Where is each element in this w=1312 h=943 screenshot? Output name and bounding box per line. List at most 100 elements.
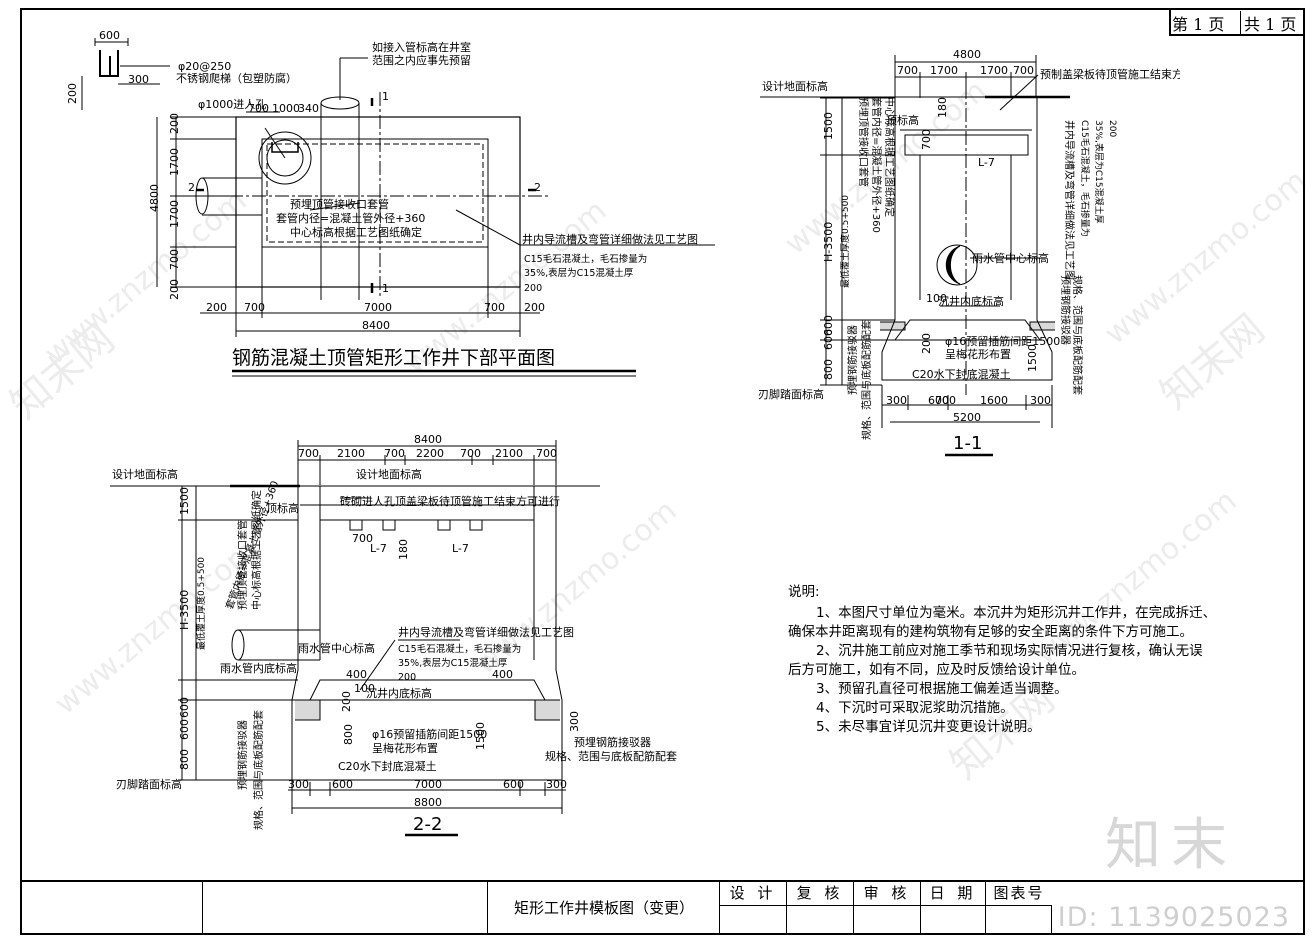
s2-top-dim: 700 <box>384 447 405 460</box>
section-1-1: 4800 700 1700 1700 700 设计地面标高 预制盖梁板待顶管施工… <box>758 48 1180 457</box>
drawing-name: 矩形工作井模板图（变更） <box>513 899 694 917</box>
s1-top-dim: 1700 <box>930 64 958 77</box>
design-label: 设 计 <box>719 880 786 906</box>
s2-c15: C15毛石混凝土，毛石掺量为 <box>398 643 521 655</box>
s2-plum: 呈梅花形布置 <box>372 741 438 755</box>
s1-conn-right: 规格、范围与底板配筋配套 <box>1071 275 1084 395</box>
s1-v-h: H-3500 <box>822 222 835 262</box>
plan-dim-bottom: 200 <box>524 301 545 314</box>
plan-dim-left: 1700 <box>168 148 181 176</box>
s2-top-mark: 顶标高 <box>266 501 299 515</box>
ladder-width: 600 <box>99 29 120 42</box>
s2-conn-right: 规格、范围与底板配筋配套 <box>545 749 677 763</box>
s2-conn-left: 规格、范围与底板配筋配套 <box>252 710 265 830</box>
s2-d1500: 1500 <box>474 722 487 750</box>
s1-conn-right: 预埋钢筋接驳器 <box>1059 275 1072 345</box>
s1-top-dim: 700 <box>897 64 918 77</box>
s2-bottom-dim: 600 <box>332 778 353 791</box>
s2-rebar: φ16预留插筋间距1500 <box>372 727 487 741</box>
s1-top-mark: 顶标高 <box>886 113 919 127</box>
s1-v-note: 最低覆土厚度0.5+500 <box>839 195 851 288</box>
s2-d800: 800 <box>342 724 355 745</box>
s1-bottom-dim: 300 <box>886 394 907 407</box>
note-line: 1、本图尺寸单位为毫米。本沉井为矩形沉井工作井，在完成拆迁、 <box>816 605 1217 621</box>
design-value <box>719 906 786 935</box>
s1-d180: 180 <box>936 97 949 118</box>
note-line: 确保本井距离现有的建构筑物有足够的安全距离的条件下方可施工。 <box>788 624 1193 640</box>
s2-v-note: 最低覆土厚度0.5+500 <box>195 557 207 650</box>
s1-embed-note: 预埋顶管接收口套管 <box>857 97 870 187</box>
sheet-no-value <box>985 906 1052 935</box>
section-mark-2: 2 <box>534 181 541 194</box>
s2-ground: 设计地面标高 <box>356 467 422 481</box>
ladder-200: 200 <box>66 83 79 104</box>
c15-note: C15毛石混凝土，毛石掺量为 <box>524 253 647 265</box>
brand-logo: 知末 <box>1105 813 1237 878</box>
s2-top-dim: 2200 <box>416 447 444 460</box>
s1-c15: C15毛石混凝土，毛石掺量为 <box>1079 120 1091 237</box>
s2-d400: 400 <box>492 668 513 681</box>
s2-c15: 35%,表层为C15混凝土厚 <box>398 657 508 669</box>
plan-dim-left: 200 <box>168 113 181 134</box>
plan-dim-left: 200 <box>168 279 181 300</box>
note-line: 2、沉井施工前应对施工季节和现场实际情况进行复核，确认无误 <box>816 643 1203 659</box>
s1-conn-left: 预埋钢筋接驳器 <box>846 325 859 395</box>
s1-v-1500: 1500 <box>822 112 835 140</box>
plan-dim-bottom: 7000 <box>364 301 392 314</box>
s1-embed-note: 套管内径=混凝土管外径+360 <box>870 97 883 233</box>
s2-embed-note: 预埋顶管接收口套管 <box>236 520 249 610</box>
note-line: 4、下沉时可采取泥浆助沉措施。 <box>816 700 1014 716</box>
s2-top-dim: 700 <box>298 447 319 460</box>
plan-dim-bottom: 200 <box>206 301 227 314</box>
title-block <box>20 880 1305 935</box>
s1-d700: 700 <box>920 129 933 150</box>
section-mark-1: 1 <box>382 90 389 103</box>
s1-v-600: 600 <box>822 315 835 336</box>
s1-total-w: 5200 <box>953 411 981 424</box>
s2-bottom-dim: 600 <box>503 778 524 791</box>
pipe-note: 范围之内应事先预留 <box>372 53 471 67</box>
page-total: 共 1 页 <box>1240 11 1296 35</box>
s2-conn-left: 预埋钢筋接驳器 <box>236 720 249 790</box>
s2-ground: 设计地面标高 <box>112 467 178 481</box>
s1-d200: 200 <box>920 333 933 354</box>
plan-dim-left: 1700 <box>168 200 181 228</box>
s2-pipe-center: 雨水管中心标高 <box>298 641 375 655</box>
s1-c15: 35%,表层为C15混凝土厚 <box>1093 120 1105 224</box>
plan-dim-bottom: 700 <box>244 301 265 314</box>
plan-title: 钢筋混凝土顶管矩形工作井下部平面图 <box>232 347 555 369</box>
plan-dim-top: 340 <box>298 102 319 115</box>
title-block-divider <box>487 880 488 935</box>
sheet-no-label: 图表号 <box>985 880 1052 906</box>
section-mark-2: 2 <box>188 181 195 194</box>
s1-blade: 刃脚踏面标高 <box>758 387 824 401</box>
s1-top-dim: 1700 <box>980 64 1008 77</box>
s1-d1500: 1500 <box>1026 344 1039 372</box>
s2-bottom-dim: 300 <box>546 778 567 791</box>
s2-d300: 300 <box>568 711 581 732</box>
s1-c20: C20水下封底混凝土 <box>912 367 1011 381</box>
plan-dim-bottom: 700 <box>484 301 505 314</box>
s2-groove-note: 井内导流槽及弯管详细做法见工艺图 <box>398 625 574 639</box>
s2-bottom-dim: 300 <box>288 778 309 791</box>
date-label: 日 期 <box>920 880 985 906</box>
ladder-note: 不锈钢爬梯（包塑防腐） <box>176 71 297 85</box>
plan-total-w: 8400 <box>362 319 390 332</box>
note-line: 5、未尽事宜详见沉井变更设计说明。 <box>816 719 1041 735</box>
s1-beam: L-7 <box>978 156 995 169</box>
s2-total-w: 8800 <box>414 796 442 809</box>
s2-c15: 200 <box>398 672 416 683</box>
embed-note: 套管内径=混凝土管外径+360 <box>276 211 425 225</box>
s2-blade: 刃脚踏面标高 <box>116 777 182 791</box>
audit-value <box>853 906 920 935</box>
s2-conn-right: 预埋钢筋接驳器 <box>574 735 651 749</box>
manhole-label: φ1000进人孔 <box>198 98 266 111</box>
s2-d400: 400 <box>346 668 367 681</box>
review-value <box>786 906 853 935</box>
s2-v-h: H-3500 <box>178 590 191 630</box>
notes-heading: 说明: <box>788 584 820 600</box>
c15-note: 35%,表层为C15混凝土厚 <box>524 267 634 279</box>
s1-rebar: φ16预留插筋间距1500 <box>945 334 1060 348</box>
ladder-rod: φ20@250 <box>178 60 231 73</box>
